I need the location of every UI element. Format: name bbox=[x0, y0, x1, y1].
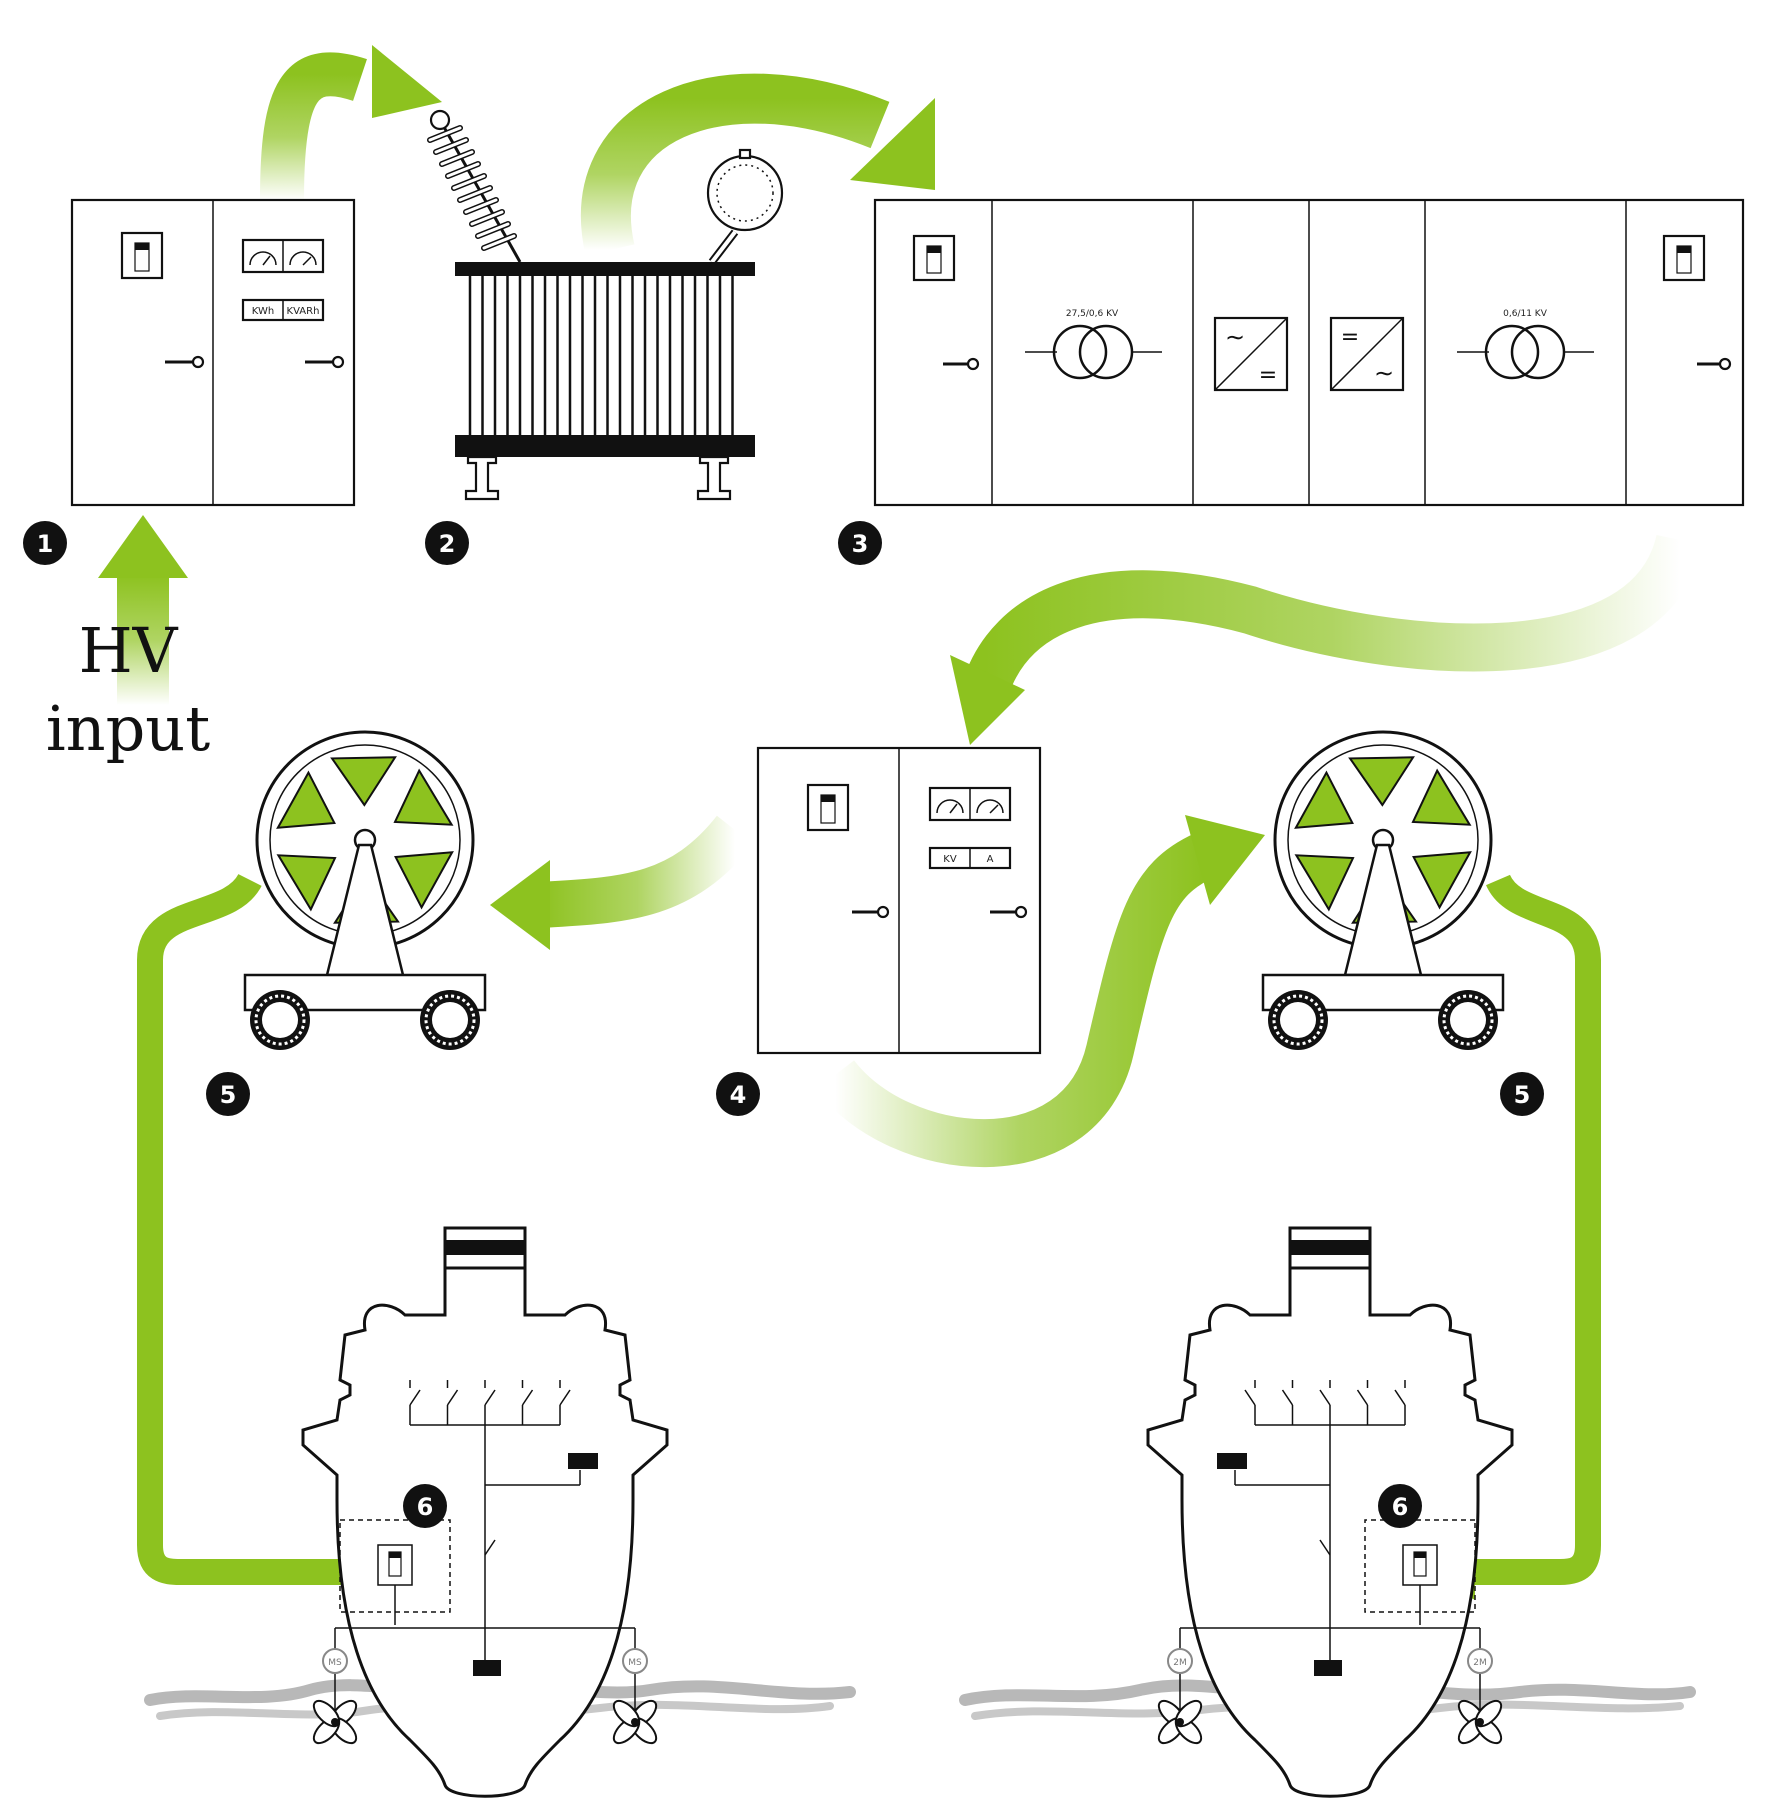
reel-segment bbox=[1411, 768, 1472, 826]
generator-block bbox=[568, 1453, 598, 1469]
energy-meter-labels: KWh KVARh bbox=[241, 298, 325, 322]
propeller-icon bbox=[312, 1699, 358, 1745]
motor-label: MS bbox=[628, 1658, 642, 1668]
wheel-icon bbox=[1268, 990, 1328, 1050]
a-label: A bbox=[987, 854, 994, 865]
inverter-dc-ac-icon: = ∼ bbox=[1329, 316, 1405, 392]
svg-text:=: = bbox=[1341, 325, 1359, 350]
cooling-fins bbox=[468, 276, 734, 435]
wheel-icon bbox=[250, 990, 310, 1050]
kv-a-meter-labels: KV A bbox=[928, 846, 1012, 870]
wheel-icon bbox=[1438, 990, 1498, 1050]
analog-meters bbox=[241, 238, 325, 274]
svg-text:=: = bbox=[1259, 363, 1277, 388]
svg-text:∼: ∼ bbox=[1374, 359, 1394, 387]
switch-icon bbox=[912, 234, 956, 282]
hv-input-arrow bbox=[98, 515, 188, 705]
reel-segment bbox=[330, 756, 397, 807]
motor-label: 2M bbox=[1173, 1658, 1187, 1668]
frequency-converter-panel-3: 27,5/0,6 KV ∼ = = ∼ 0,6/11 KV bbox=[873, 198, 1745, 507]
door-handle-icon bbox=[165, 355, 205, 369]
rectifier-ac-dc-icon: ∼ = bbox=[1213, 316, 1289, 392]
reel-segment bbox=[1294, 770, 1354, 829]
door-handle-icon bbox=[852, 905, 890, 919]
cable-reel-left bbox=[243, 730, 487, 1050]
switchgear-panel-1: KWh KVARh bbox=[70, 198, 356, 507]
step-badge-6-right: 6 bbox=[1378, 1484, 1422, 1528]
motor-icon: MS bbox=[322, 1648, 348, 1674]
door-handle-icon bbox=[943, 357, 980, 371]
arrow-panel1-to-transformer bbox=[260, 45, 442, 201]
step-badge-4: 4 bbox=[716, 1072, 760, 1116]
motor-icon: 2M bbox=[1167, 1648, 1193, 1674]
motor-icon: MS bbox=[622, 1648, 648, 1674]
generator-block bbox=[1217, 1453, 1247, 1469]
reel-segment bbox=[394, 851, 454, 910]
switch-icon bbox=[806, 783, 850, 832]
kwh-label: KWh bbox=[252, 306, 274, 317]
svg-text:2: 2 bbox=[439, 530, 456, 558]
switch-icon bbox=[120, 231, 164, 280]
svg-text:6: 6 bbox=[1392, 1493, 1409, 1521]
reel-segment bbox=[1294, 854, 1355, 912]
insulator-bushing-icon bbox=[427, 109, 522, 263]
reel-segment bbox=[276, 854, 337, 912]
transformer-rating-2: 0,6/11 KV bbox=[1503, 309, 1548, 319]
input-label: input bbox=[46, 692, 210, 765]
step-badge-5-left: 5 bbox=[206, 1072, 250, 1116]
propeller-icon bbox=[1157, 1699, 1203, 1745]
transformer-symbol-icon: 27,5/0,6 KV bbox=[1025, 309, 1162, 380]
propeller-icon bbox=[1457, 1699, 1503, 1745]
door-handle-icon bbox=[1697, 357, 1732, 371]
step-badge-3: 3 bbox=[838, 521, 882, 565]
door-handle-icon bbox=[305, 355, 345, 369]
kvarh-label: KVARh bbox=[287, 306, 320, 317]
svg-text:3: 3 bbox=[852, 530, 869, 558]
motor-label: MS bbox=[328, 1658, 342, 1668]
step-badge-6-left: 6 bbox=[403, 1484, 447, 1528]
svg-text:1: 1 bbox=[37, 530, 54, 558]
transformer-feet bbox=[464, 455, 732, 501]
gauge-dial-icon bbox=[706, 148, 784, 265]
transformer bbox=[427, 109, 784, 501]
svg-text:∼: ∼ bbox=[1225, 323, 1245, 351]
motor-icon: 2M bbox=[1467, 1648, 1493, 1674]
ship-right: 2M 2M bbox=[1146, 1226, 1514, 1798]
switchgear-panel-4: KV A bbox=[756, 746, 1042, 1055]
ship-left: MS MS bbox=[301, 1226, 669, 1798]
step-badge-5-right: 5 bbox=[1500, 1072, 1544, 1116]
kv-label: KV bbox=[943, 854, 957, 865]
arrow-converter-to-panel4 bbox=[950, 533, 1704, 745]
svg-text:4: 4 bbox=[730, 1081, 747, 1109]
svg-text:6: 6 bbox=[417, 1493, 434, 1521]
reel-segment bbox=[1348, 756, 1415, 807]
svg-text:5: 5 bbox=[1514, 1081, 1531, 1109]
step-badge-1: 1 bbox=[23, 521, 67, 565]
hv-label: HV bbox=[79, 614, 179, 687]
reel-segment bbox=[393, 768, 454, 826]
transformer-rating-1: 27,5/0,6 KV bbox=[1066, 309, 1119, 319]
reel-segment bbox=[1412, 851, 1472, 910]
step-badge-2: 2 bbox=[425, 521, 469, 565]
arrow-transformer-to-converter bbox=[580, 73, 935, 256]
door-handle-icon bbox=[990, 905, 1028, 919]
transformer-symbol-icon: 0,6/11 KV bbox=[1457, 309, 1594, 380]
wheel-icon bbox=[420, 990, 480, 1050]
switch-icon bbox=[1662, 234, 1706, 282]
arrow-panel4-to-reel-right bbox=[815, 815, 1265, 1168]
svg-text:5: 5 bbox=[220, 1081, 237, 1109]
propeller-icon bbox=[612, 1699, 658, 1745]
cable-reel-right bbox=[1261, 730, 1505, 1050]
reel-segment bbox=[276, 770, 336, 829]
motor-label: 2M bbox=[1473, 1658, 1487, 1668]
analog-meters bbox=[928, 786, 1012, 822]
arrow-panel4-to-reel-left bbox=[490, 815, 754, 950]
